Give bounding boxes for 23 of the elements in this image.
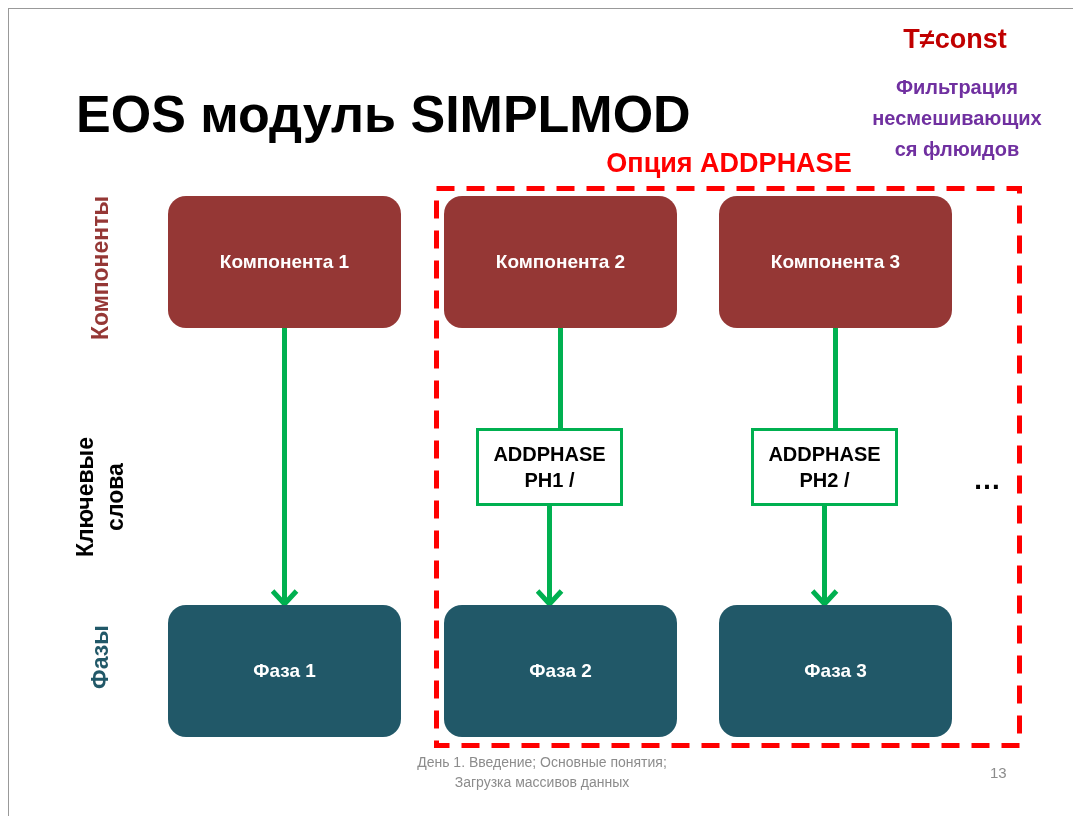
row-label: Фазы bbox=[86, 625, 114, 689]
footer-text: День 1. Введение; Основные понятия; Загрузка массивов данных bbox=[416, 753, 668, 792]
arrow bbox=[270, 328, 299, 607]
component-box: Компонента 3 bbox=[719, 196, 952, 328]
topic-note: Фильтрация несмешивающих ся флюидов bbox=[871, 75, 1043, 162]
page-number: 13 bbox=[990, 764, 1007, 781]
component-box: Компонента 1 bbox=[168, 196, 401, 328]
temperature-note: T≠const bbox=[902, 24, 1008, 55]
slide-title: EOS модуль SIMPLMOD bbox=[76, 84, 691, 144]
arrow bbox=[810, 506, 839, 607]
phase-box: Фаза 3 bbox=[719, 605, 952, 737]
arrow bbox=[535, 506, 564, 607]
connector-line bbox=[558, 328, 563, 428]
connector-line bbox=[833, 328, 838, 428]
phase-box: Фаза 2 bbox=[444, 605, 677, 737]
group-heading: Опция ADDPHASE bbox=[605, 148, 853, 179]
row-label: Компоненты bbox=[86, 195, 114, 341]
keyword-box: ADDPHASE PH2 / bbox=[751, 428, 898, 506]
phase-box: Фаза 1 bbox=[168, 605, 401, 737]
keyword-box: ADDPHASE PH1 / bbox=[476, 428, 623, 506]
component-box: Компонента 2 bbox=[444, 196, 677, 328]
row-label: Ключевые слова bbox=[71, 435, 129, 560]
ellipsis: … bbox=[973, 464, 1001, 496]
